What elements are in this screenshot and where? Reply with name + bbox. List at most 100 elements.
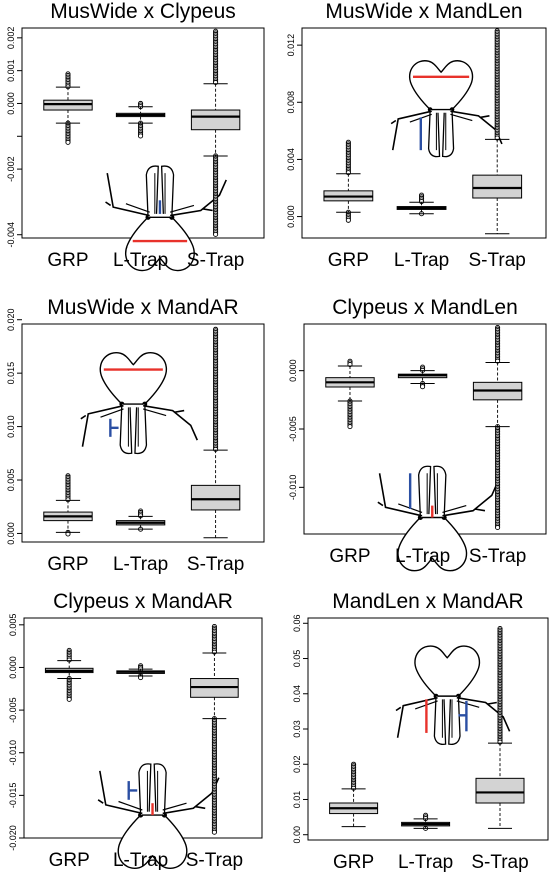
ant-head-illustration [80,352,199,455]
y-tick-label: -0.010 [288,475,298,501]
plot-frame [21,323,265,543]
outlier-point [495,524,501,531]
panel-3: MusWide x MandAR0.0000.0050.0100.0150.02… [6,296,265,575]
y-tick-label: 0.005 [8,614,18,637]
y-tick-label: 0.01 [292,791,302,809]
panel-5: Clypeus x MandAR-0.020-0.015-0.010-0.005… [8,590,263,871]
box-iqr [190,484,241,511]
x-category-label: L-Trap [394,250,449,271]
x-category-label: L-Trap [398,852,453,872]
box-grp [323,139,374,223]
y-tick-label: -0.005 [8,697,18,723]
mandible-right [433,465,447,518]
clypeus-lines [435,112,447,151]
x-category-label: GRP [333,852,374,872]
y-tick-label: 0.000 [8,656,18,679]
illustration [390,60,503,158]
y-tick-label: 0.02 [292,755,302,773]
y-tick-label: 0.000 [288,359,298,382]
box-s-trap [472,28,523,235]
x-category-label: L-Trap [395,546,450,567]
antenna-left-inner [125,203,150,213]
illustration [80,352,199,455]
ant-head-illustration [390,60,503,158]
mandible-left [427,109,441,158]
y-tick-label: 0.020 [6,308,16,331]
antenna-right-inner [456,700,480,708]
ant-head-illustration [377,465,500,572]
y-tick-label: 0.05 [292,650,302,668]
antenna-right-inner [162,802,187,811]
y-tick-label: 0.015 [6,362,16,385]
mandible-right [441,109,455,158]
y-tick-label: 0.005 [6,469,16,492]
box-l-trap [115,100,166,139]
ant-head-illustration [97,763,220,870]
mandible-left [119,404,133,455]
box-iqr [190,109,241,131]
x-category-label: L-Trap [113,850,168,871]
box-iqr [475,777,525,804]
x-category-label: S-Trap [469,250,526,271]
y-tick-label: 0.000 [286,205,296,228]
antenna-left [377,473,423,517]
y-tick-label: 0.04 [292,685,302,703]
antenna-right-inner [450,113,473,122]
outlier-point [347,424,353,430]
clypeus-lines [154,173,166,214]
antenna-left [390,110,432,151]
illustration-wrap [395,645,511,745]
illustration-wrap [377,465,500,572]
y-tick-label: -0.002 [6,156,16,182]
antenna-right-inner [442,505,467,513]
x-category-label: S-Trap [469,546,526,567]
panel-2: MusWide x MandLen0.0000.0040.0080.012GRP… [286,0,547,271]
illustration-markers [132,200,188,243]
x-category-label: GRP [49,850,90,871]
illustration-markers [127,781,154,816]
y-tick-label: -0.004 [6,222,16,248]
antenna-right-inner [169,204,195,213]
panel-1: MusWide x Clypeus-0.004-0.0020.0000.0010… [6,0,265,272]
box-s-trap [475,626,525,829]
mandible-left [138,763,152,816]
mandible-right [448,696,461,745]
antenna-left [97,770,143,815]
illustration-markers [103,368,163,437]
chart-title: MusWide x MandAR [47,296,238,319]
x-category-label: GRP [329,546,370,567]
x-category-label: GRP [328,250,369,271]
y-tick-label: 0.012 [286,34,296,57]
outlier-point [345,217,351,223]
y-tick-label: -0.010 [8,740,18,766]
y-tick-label: 0.06 [292,615,302,633]
box-grp [329,761,379,828]
x-category-label: S-Trap [187,554,244,575]
y-tick-label: 0.004 [286,148,296,171]
plot-frame [301,27,547,239]
mandible-right [160,165,175,218]
illustration-wrap [105,165,227,272]
box-iqr [472,174,523,199]
head-outline [397,516,468,572]
y-tick-label: -0.005 [288,416,298,442]
illustration-markers [412,75,470,151]
chart-title: MusWide x Clypeus [50,0,236,23]
outlier-point [66,696,72,702]
outlier-point [65,139,71,145]
clypeus-lines [426,473,438,515]
box-grp [43,71,93,145]
box-s-trap [190,28,241,237]
y-tick-label: 0.002 [6,27,16,50]
illustration-wrap [80,352,199,455]
clypeus-lines [441,699,453,738]
head-outline [99,352,167,405]
x-category-label: S-Trap [471,852,528,872]
box-grp [43,473,93,537]
mandible-right [134,404,148,455]
box-l-trap [401,812,451,831]
x-category-label: GRP [47,250,88,271]
y-tick-label: -0.015 [8,783,18,809]
illustration [377,465,500,572]
